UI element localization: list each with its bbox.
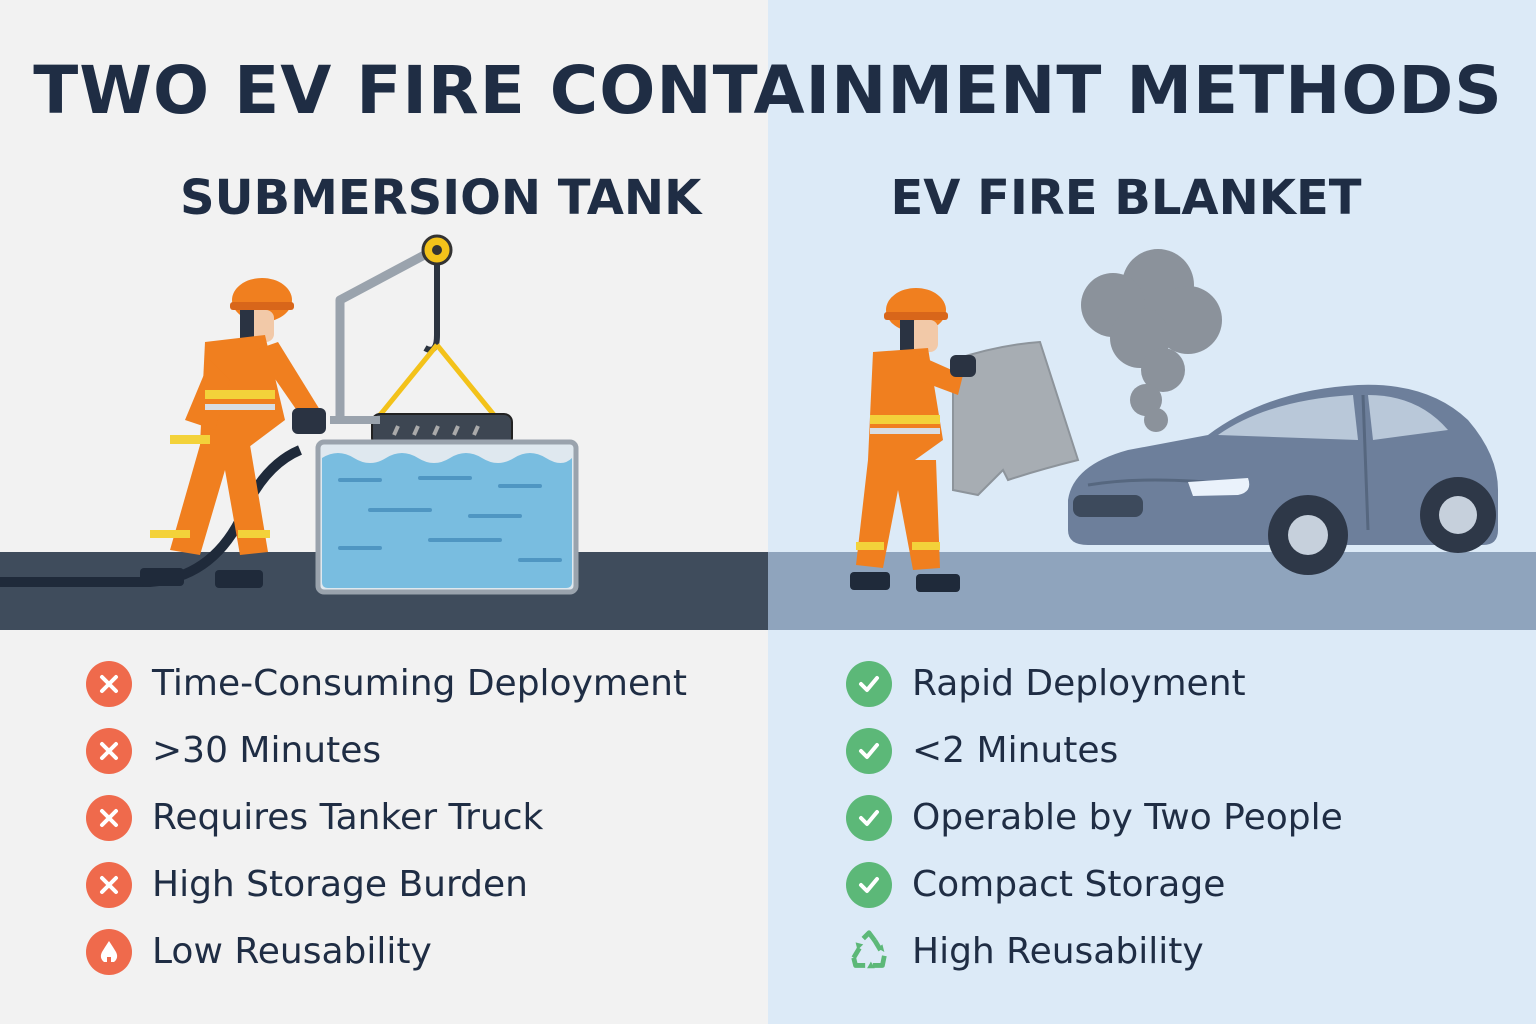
submersion-tank-illustration [0,234,768,630]
page-title: TWO EV FIRE CONTAINMENT METHODS [33,52,1503,129]
check-circle-icon [846,794,892,841]
list-item-text: <2 Minutes [912,730,1119,771]
fire-blanket-benefits: Rapid Deployment <2 Minutes Operable by … [846,650,1343,985]
list-item: <2 Minutes [846,717,1343,784]
list-item: High Reusability [846,918,1343,985]
list-item: Time-Consuming Deployment [86,650,687,717]
flame-icon [86,928,132,975]
check-circle-icon [846,861,892,908]
list-item-text: Operable by Two People [912,797,1343,838]
list-item-text: High Storage Burden [152,864,528,905]
list-item: >30 Minutes [86,717,687,784]
list-item: Compact Storage [846,851,1343,918]
list-item: Operable by Two People [846,784,1343,851]
x-circle-icon [86,660,132,707]
list-item: Rapid Deployment [846,650,1343,717]
list-item-text: Time-Consuming Deployment [152,663,688,704]
list-item-text: High Reusability [912,931,1204,972]
list-item-text: Low Reusability [152,931,432,972]
check-circle-icon [846,727,892,774]
list-item-text: Compact Storage [912,864,1226,905]
fire-blanket-illustration [768,249,1536,630]
list-item: Low Reusability [86,918,687,985]
list-item-text: Rapid Deployment [912,663,1246,704]
list-item: High Storage Burden [86,851,687,918]
fire-blanket-heading: EV FIRE BLANKET [890,170,1362,226]
submersion-tank-heading: SUBMERSION TANK [180,170,702,226]
x-circle-icon [86,861,132,908]
check-circle-icon [846,660,892,707]
list-item: Requires Tanker Truck [86,784,687,851]
list-item-text: >30 Minutes [152,730,382,771]
x-circle-icon [86,794,132,841]
x-circle-icon [86,727,132,774]
submersion-tank-drawbacks: Time-Consuming Deployment >30 Minutes Re… [86,650,687,985]
recycle-icon [846,929,892,975]
list-item-text: Requires Tanker Truck [152,797,544,838]
